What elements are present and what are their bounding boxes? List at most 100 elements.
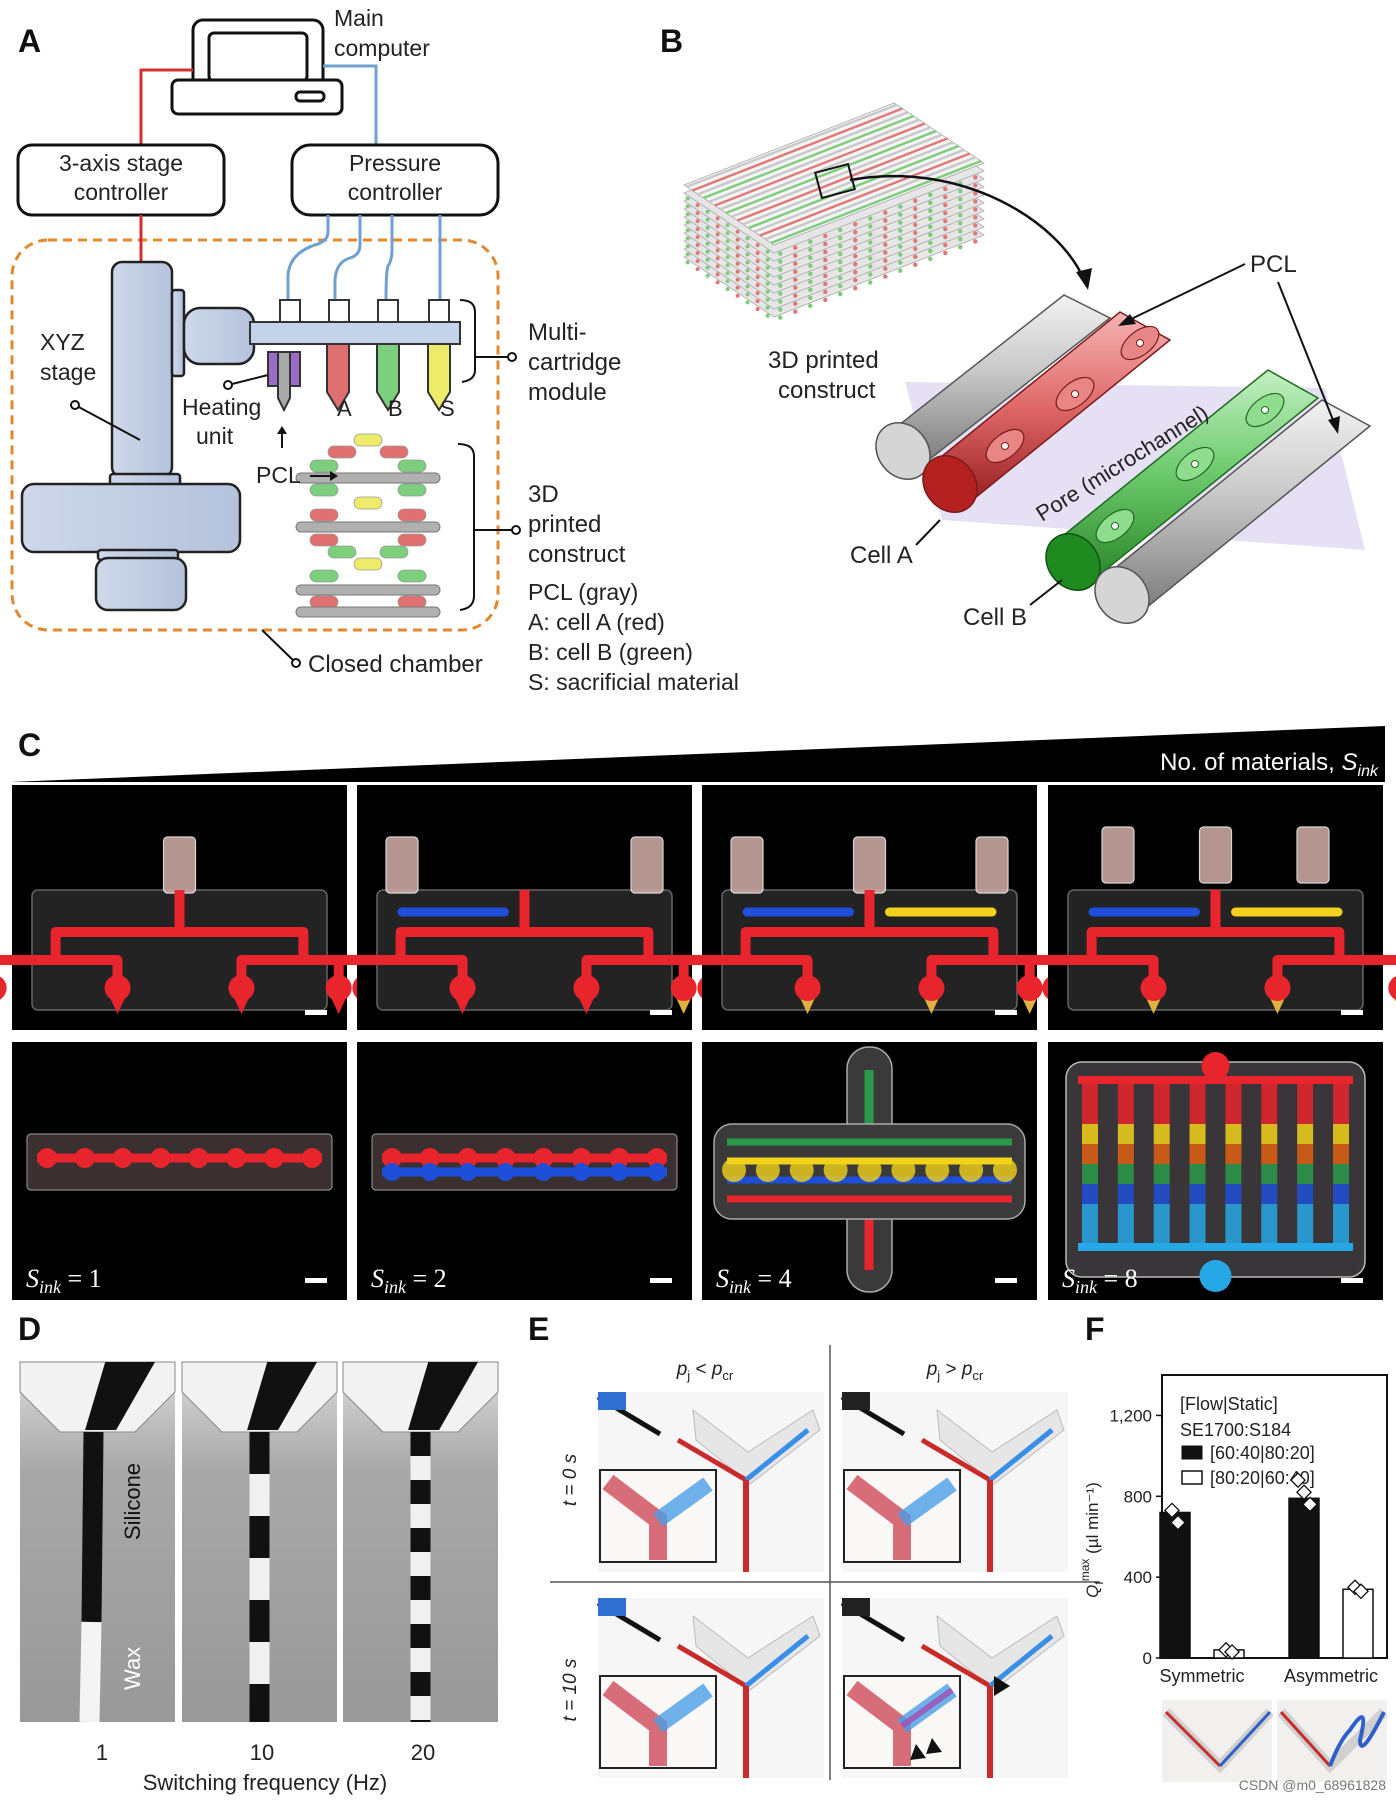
strand-end bbox=[853, 278, 858, 283]
construct-label-2: construct bbox=[778, 377, 876, 404]
strand-end bbox=[765, 289, 770, 294]
strand-end bbox=[898, 268, 903, 273]
strand-end bbox=[838, 235, 843, 241]
strand-end bbox=[705, 273, 710, 278]
bar bbox=[1342, 1588, 1374, 1659]
strand-end bbox=[745, 244, 750, 249]
strand-end bbox=[823, 257, 828, 263]
strand-end bbox=[685, 196, 690, 201]
strand-end bbox=[898, 236, 903, 241]
strand-end bbox=[913, 262, 918, 268]
scaffold-strand bbox=[691, 107, 903, 192]
strand-end bbox=[765, 273, 770, 278]
panel-label-b: B bbox=[660, 23, 683, 59]
nozzle-dot bbox=[383, 1163, 401, 1181]
color-segment bbox=[1261, 1164, 1278, 1184]
strand-end bbox=[853, 254, 858, 259]
strand-end bbox=[853, 246, 858, 251]
strand-end bbox=[705, 217, 710, 222]
strand-end bbox=[913, 198, 918, 204]
strand-end bbox=[735, 285, 740, 290]
ink-strand bbox=[327, 445, 357, 459]
strand-end bbox=[735, 277, 740, 282]
nozzle-dot bbox=[993, 1158, 1017, 1182]
strand-end bbox=[853, 230, 858, 235]
bar bbox=[1288, 1497, 1320, 1659]
col1-header: pj < pcr bbox=[676, 1359, 734, 1383]
strand-end bbox=[958, 189, 963, 194]
y-tick-label: 0 bbox=[1143, 1649, 1152, 1668]
strand-end bbox=[838, 283, 843, 289]
heater-pointer-up-head bbox=[277, 426, 287, 434]
strand-end bbox=[725, 255, 730, 260]
stage-controller-label-2: controller bbox=[74, 179, 169, 205]
legend-line-4: S: sacrificial material bbox=[528, 669, 739, 695]
panel-label-e: E bbox=[528, 1311, 549, 1347]
strand-end bbox=[973, 231, 978, 236]
ink-strand bbox=[309, 483, 339, 497]
junction-photos bbox=[596, 1392, 1068, 1778]
sink-label: Sink = 2 bbox=[371, 1264, 447, 1297]
ink-strand bbox=[397, 569, 427, 583]
nozzle-holder bbox=[842, 1598, 870, 1616]
nozzle-head bbox=[1016, 975, 1043, 1001]
ink-strand bbox=[397, 508, 427, 522]
strand-end bbox=[973, 223, 978, 228]
red-channel bbox=[676, 1643, 748, 1689]
strand-end bbox=[765, 257, 770, 262]
scaffold-strand bbox=[686, 103, 898, 188]
color-segment bbox=[1333, 1224, 1349, 1244]
construct-label-1: 3D printed bbox=[768, 347, 879, 374]
color-segment bbox=[1333, 1144, 1349, 1164]
strand-end bbox=[725, 231, 730, 236]
scaffold-strand bbox=[759, 152, 971, 237]
color-segment bbox=[1153, 1124, 1170, 1144]
top-port bbox=[1201, 1052, 1230, 1080]
strand-end bbox=[715, 264, 720, 269]
strand-end bbox=[765, 265, 770, 270]
strand-end bbox=[725, 223, 730, 228]
strand-end bbox=[685, 244, 690, 249]
pcl-label: PCL bbox=[1250, 251, 1297, 278]
strand-end bbox=[958, 205, 963, 210]
ink-strand bbox=[397, 483, 427, 497]
nozzle-dot bbox=[112, 1148, 133, 1168]
nozzle-dot bbox=[959, 1158, 984, 1182]
strand-end bbox=[928, 208, 933, 214]
nozzle-head bbox=[325, 975, 352, 1001]
strand-end bbox=[705, 257, 710, 262]
freq-axis-label: Switching frequency (Hz) bbox=[143, 1770, 388, 1795]
cell-a-rod bbox=[922, 311, 1172, 513]
strand-end bbox=[898, 212, 903, 217]
strand-end bbox=[695, 259, 700, 264]
color-segment bbox=[1225, 1184, 1242, 1204]
legend-swatch-2 bbox=[1181, 1470, 1203, 1485]
strand-end bbox=[868, 256, 873, 261]
color-segment bbox=[1153, 1164, 1170, 1184]
pcl-arrow-label: PCL bbox=[256, 462, 301, 488]
strand-end bbox=[765, 305, 770, 310]
color-segment bbox=[1189, 1204, 1206, 1224]
strand-end bbox=[695, 227, 700, 232]
strand-end bbox=[868, 272, 873, 277]
strand-end bbox=[883, 274, 888, 279]
xyz-stage bbox=[20, 260, 256, 612]
zoom-view: Pore (microchannel) bbox=[875, 294, 1372, 624]
strand-end bbox=[793, 261, 798, 266]
color-segment bbox=[1189, 1224, 1206, 1244]
ink-strand bbox=[379, 445, 409, 459]
strand-end bbox=[868, 224, 873, 229]
watermark: CSDN @m0_68961828 bbox=[1239, 1777, 1387, 1793]
arrowhead-marker bbox=[910, 1744, 926, 1760]
color-segment bbox=[1117, 1124, 1134, 1144]
ink-strand bbox=[327, 545, 357, 559]
color-segment bbox=[1153, 1104, 1170, 1124]
strand-end bbox=[883, 242, 888, 247]
computer-icon bbox=[170, 18, 344, 116]
strand-end bbox=[823, 249, 828, 255]
x-category-label: Asymmetric bbox=[1284, 1666, 1378, 1686]
strand-end bbox=[695, 211, 700, 216]
color-segment bbox=[1117, 1164, 1134, 1184]
cartridge-s-label: S bbox=[440, 396, 455, 421]
strand-end bbox=[695, 251, 700, 256]
